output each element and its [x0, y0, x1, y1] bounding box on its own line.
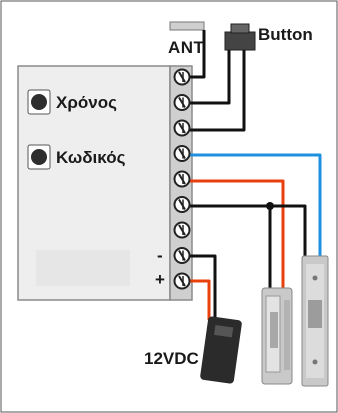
board-label-area: [36, 250, 130, 286]
timer-button-icon: [31, 94, 47, 110]
external-push-button: [224, 23, 256, 51]
power-supply-label: 12VDC: [144, 349, 199, 368]
terminal-screw-2: [173, 94, 191, 111]
terminal-screw-8: [173, 247, 191, 264]
terminal-screw-1: [173, 68, 191, 86]
wire-blue: [182, 153, 322, 258]
terminal-screw-5: [173, 170, 191, 188]
minus-label: -: [157, 246, 163, 265]
code-button[interactable]: [27, 144, 51, 170]
antenna-lead: [169, 21, 205, 31]
wires: [182, 30, 322, 320]
magnetic-bolt-lock: [301, 255, 329, 387]
code-button-label: Κωδικός: [56, 148, 126, 167]
wire-psu-negative: [182, 254, 217, 320]
plus-label: +: [155, 270, 165, 289]
wire-psu-positive: [182, 279, 211, 320]
terminal-screws: [173, 68, 191, 290]
terminal-screw-4: [173, 145, 191, 162]
wire-red-lock: [182, 179, 285, 292]
electric-strike-lock: [261, 287, 293, 385]
wire-common-right: [182, 204, 307, 258]
timer-button-label: Χρόνος: [56, 93, 117, 112]
terminal-screw-3: [173, 119, 191, 137]
power-adapter: [200, 316, 242, 384]
wire-button-a: [182, 50, 231, 105]
antenna-label: ANT: [168, 38, 205, 57]
timer-button[interactable]: [27, 89, 51, 115]
button-label: Button: [258, 25, 313, 44]
code-button-icon: [31, 149, 47, 165]
wire-junction: [266, 202, 274, 210]
terminal-screw-9: [173, 272, 191, 290]
terminal-screw-6: [173, 196, 191, 213]
terminal-screw-7: [173, 221, 191, 239]
wire-button-b: [182, 50, 246, 132]
